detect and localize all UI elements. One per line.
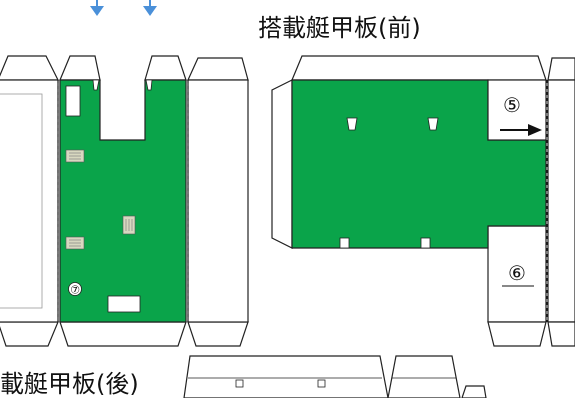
arrow-down-icon [90,0,104,16]
left-piece [0,55,249,347]
deck-white-slot [65,85,81,117]
left-top-flap-4 [187,57,249,81]
fitting-2 [65,236,85,250]
rear-deck-title: 載艇甲板(後) [0,370,139,398]
front-deck-title: 搭載艇甲板(前) [258,14,421,42]
left-fold-lines [57,80,189,322]
right-left-tab [271,79,293,249]
right-edge-panel [547,79,575,323]
left-side-inner [0,93,43,309]
part7-label: ⑦ [70,284,80,297]
front-small-tab-2 [420,237,431,249]
deck-white-rect-bottom [107,295,141,313]
arrow-right-icon [500,124,542,136]
left-top-flap-3 [144,55,187,81]
bottom-top-flap-3 [461,385,487,398]
bottom-small-square-2 [317,379,326,388]
part5-label: ⑤ [503,93,521,117]
bottom-piece [183,355,487,398]
notch-tab-right [145,79,153,91]
left-bottom-flap-1 [0,321,59,347]
bottom-top-flap-2 [387,355,461,398]
left-top-flap-2 [59,55,101,81]
right-side-panel [187,79,249,323]
left-top-flap-1 [0,55,59,81]
fitting-1 [65,149,85,163]
left-green-deck [59,79,187,323]
part6-panel [487,225,547,323]
right-edge-top-flap [547,57,575,81]
hatch-marker-1 [346,117,358,131]
bottom-small-square-1 [235,379,244,388]
notch-tab-left [92,79,100,91]
front-small-tab-1 [339,237,350,249]
right-top-flap [291,55,547,81]
arrow-down-icon [143,0,157,16]
left-bottom-flap-3 [187,321,249,347]
right-piece [271,55,575,347]
part6-label: ⑥ [508,261,526,285]
bottom-top-flap-1 [183,355,389,398]
left-bottom-flap-2 [59,321,187,347]
part6-bottom-flap [487,321,547,347]
fitting-3 [122,215,136,235]
hatch-marker-2 [427,117,439,131]
right-edge-bottom-flap [547,321,575,347]
part7-marker [68,282,82,296]
